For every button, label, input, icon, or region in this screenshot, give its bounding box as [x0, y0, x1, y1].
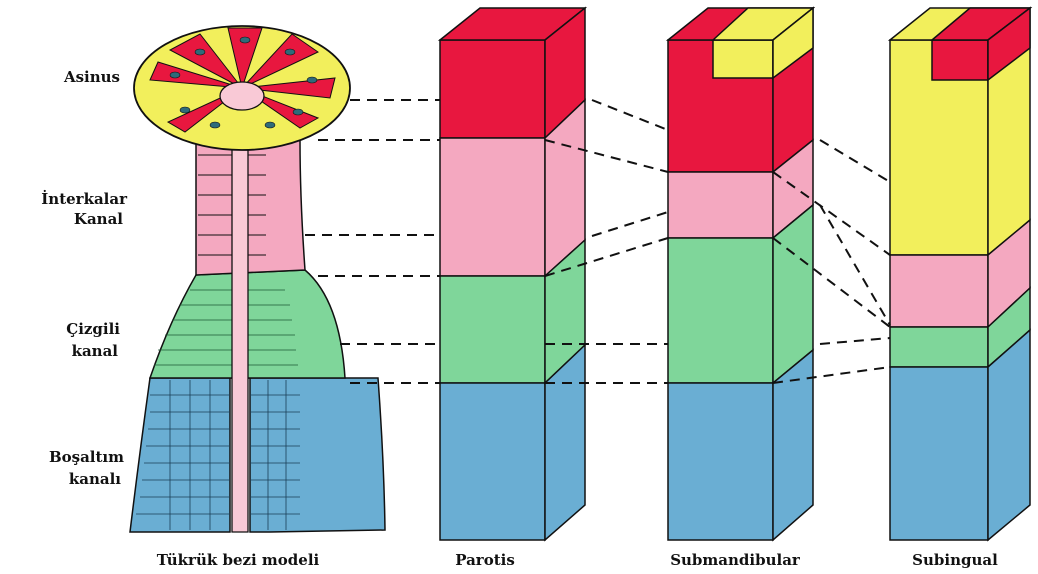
label-interkalar: İnterkalar — [41, 189, 128, 208]
subingual-striated-segment — [890, 327, 988, 367]
caption-submandibular: Submandibular — [670, 551, 801, 569]
parotis-striated-segment — [440, 276, 545, 383]
submandibular-striated-segment — [668, 238, 773, 383]
subingual-column — [890, 8, 1030, 540]
label-bosaltim-2: kanalı — [69, 470, 121, 488]
parotis-intercalated-segment — [440, 138, 545, 276]
parotis-column — [440, 8, 585, 540]
label-cizgili: Çizgili — [66, 320, 120, 338]
label-cizgili-2: kanal — [72, 342, 119, 360]
acinus-lumen — [220, 82, 264, 110]
caption-parotis: Parotis — [455, 551, 515, 569]
subingual-intercalated-segment — [890, 255, 988, 327]
caption-model: Tükrük bezi modeli — [157, 551, 320, 569]
gland-model — [130, 26, 385, 532]
gland-labels: Asinus İnterkalar Kanal Çizgili kanal Bo… — [41, 68, 128, 488]
label-bosaltim: Boşaltım — [49, 448, 124, 466]
caption-subingual: Subingual — [912, 551, 998, 569]
label-asinus: Asinus — [63, 68, 120, 86]
submandibular-excretory-segment — [668, 383, 773, 540]
subingual-excretory-segment — [890, 367, 988, 540]
duct-lumen — [232, 108, 248, 532]
excretory-duct-segment — [130, 378, 385, 532]
parotis-acinus-segment — [440, 40, 545, 138]
parotis-excretory-segment — [440, 383, 545, 540]
label-interkalar-2: Kanal — [74, 210, 123, 228]
captions: Tükrük bezi modeli Parotis Submandibular… — [157, 551, 998, 569]
submandibular-column — [668, 8, 813, 540]
submandibular-intercalated-segment — [668, 172, 773, 238]
